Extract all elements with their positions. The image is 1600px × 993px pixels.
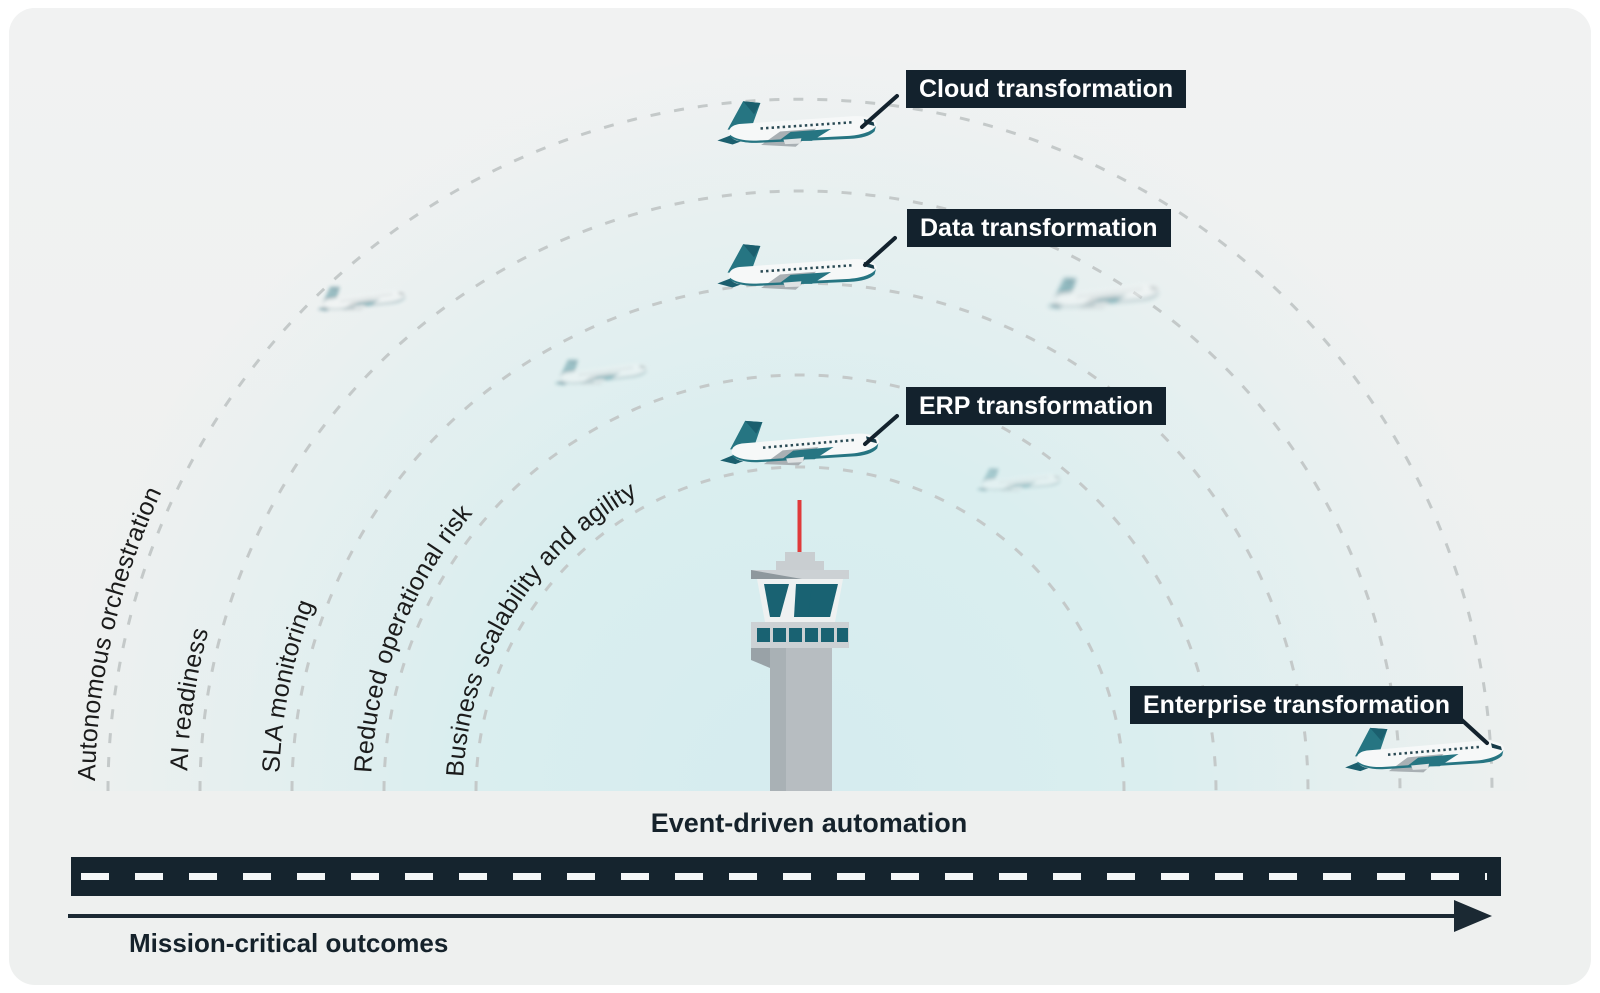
ghost-airplane-icon [1044, 268, 1162, 314]
ghost-airplane-icon [974, 462, 1063, 496]
enterprise-airplane-icon [1341, 719, 1507, 778]
orbit-arc-1 [106, 97, 1494, 792]
callout-connector [860, 94, 899, 129]
outcomes-label: Mission-critical outcomes [129, 928, 449, 958]
callout-data-transformation: Data transformation [907, 209, 1171, 247]
callout-erp-transformation: ERP transformation [906, 387, 1167, 425]
control-tower-icon [751, 500, 849, 791]
data-airplane-icon [714, 238, 879, 294]
ghost-airplane-icon [314, 278, 408, 316]
orbit-arc-4 [382, 373, 1218, 792]
runway-centerline [81, 873, 1487, 880]
arc-label-ai-readiness: AI readiness [165, 625, 214, 772]
tower-antenna [797, 500, 802, 554]
arc-label-autonomous-orchestration: Autonomous orchestration [73, 482, 167, 781]
orbit-arc-5 [474, 465, 1126, 792]
diagram-card: Autonomous orchestration AI readiness SL… [9, 8, 1591, 985]
callout-label: ERP transformation [919, 392, 1154, 420]
outcomes-arrow [68, 900, 1492, 932]
ghost-airplane-icon [551, 350, 650, 390]
cloud-airplane-icon [714, 95, 879, 151]
callout-label: Cloud transformation [919, 75, 1174, 103]
callout-enterprise-transformation: Enterprise transformation [1130, 686, 1464, 724]
scene: Autonomous orchestration AI readiness SL… [68, 94, 1507, 932]
arrow-head-icon [1454, 900, 1492, 932]
callout-connector [863, 236, 897, 267]
callout-connector [863, 414, 899, 446]
callout-label: Data transformation [920, 214, 1158, 242]
callout-label: Enterprise transformation [1143, 691, 1451, 719]
arc-label-sla-monitoring: SLA monitoring [257, 596, 319, 774]
runway [71, 857, 1501, 896]
erp-airplane-icon [716, 412, 882, 471]
tower-label: Event-driven automation [650, 808, 968, 838]
callout-cloud-transformation: Cloud transformation [906, 70, 1187, 108]
orbit-arc-2 [198, 189, 1402, 792]
